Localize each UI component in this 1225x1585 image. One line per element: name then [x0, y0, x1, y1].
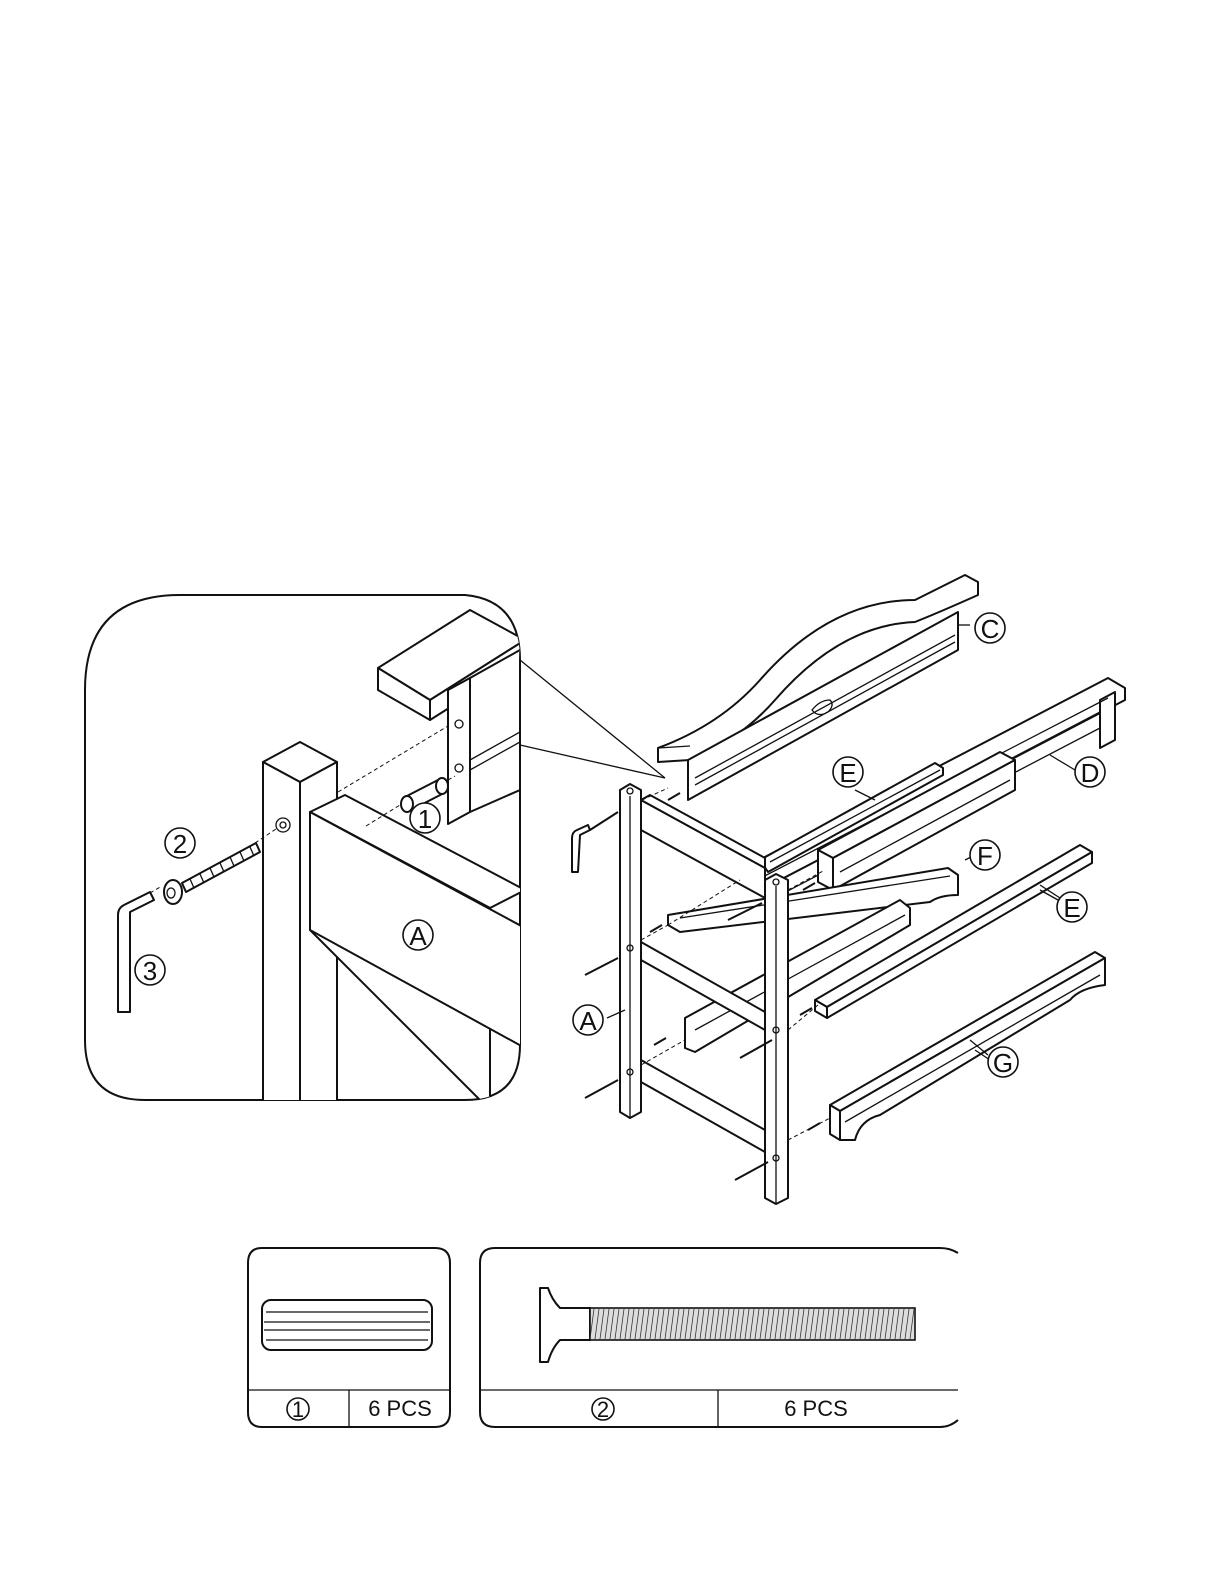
parts-box-bolt: 2 6 PCS [480, 1248, 958, 1427]
svg-text:E: E [839, 758, 856, 788]
label-part-e-lower: E [1057, 892, 1087, 923]
svg-text:A: A [409, 921, 427, 951]
main-allen-wrench [572, 825, 590, 872]
zoom-leader-lines [520, 660, 665, 778]
detail-callout: 1 2 3 A [85, 595, 590, 1110]
callout-detail-part-a: A [403, 920, 433, 951]
parts-table-qty-1: 6 PCS [368, 1396, 432, 1421]
label-part-g: G [988, 1047, 1018, 1078]
svg-text:E: E [1063, 893, 1080, 923]
svg-text:F: F [977, 841, 993, 871]
svg-text:C: C [981, 614, 1000, 644]
callout-wrench-3: 3 [135, 955, 165, 986]
parts-table-qty-2: 6 PCS [784, 1396, 848, 1421]
svg-text:1: 1 [292, 1397, 304, 1422]
callout-bolt-2: 2 [165, 828, 195, 859]
parts-table: 1 6 PCS 2 6 PCS [248, 1248, 958, 1427]
svg-text:A: A [579, 1006, 597, 1036]
svg-text:G: G [993, 1048, 1013, 1078]
dowel-illustration [262, 1300, 432, 1350]
callout-dowel-1: 1 [410, 803, 440, 834]
svg-text:D: D [1081, 758, 1100, 788]
label-part-f: F [970, 840, 1000, 871]
svg-text:3: 3 [143, 956, 157, 986]
label-part-d: D [1075, 757, 1105, 788]
parts-box-dowel: 1 6 PCS [248, 1248, 450, 1427]
label-part-a: A [573, 1005, 603, 1036]
label-part-c: C [975, 613, 1005, 644]
svg-text:2: 2 [597, 1397, 609, 1422]
main-assembly: C D E F E A G [572, 575, 1125, 1204]
svg-text:2: 2 [173, 829, 187, 859]
label-part-e-upper: E [833, 757, 863, 788]
svg-text:1: 1 [418, 804, 432, 834]
